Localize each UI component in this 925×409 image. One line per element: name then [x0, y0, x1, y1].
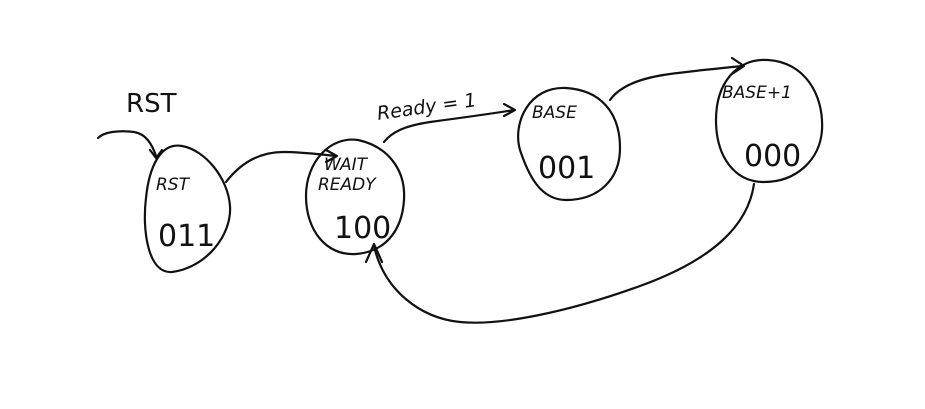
state-wait-ready-code: 100	[334, 211, 391, 246]
state-rst-code: 011	[158, 219, 215, 254]
state-wait-ready: WAIT READY 100	[304, 138, 406, 256]
transition-reset-to-rst	[96, 130, 164, 160]
state-base-plus-1-bubble	[714, 58, 824, 184]
transition-reset-to-rst-line	[96, 130, 158, 158]
state-base-plus-1-code: 000	[744, 139, 801, 174]
transition-base-to-base-plus-1-line	[608, 64, 744, 102]
transition-base-to-base-plus-1-arrowhead	[730, 56, 746, 76]
transition-base-plus-1-to-wait-ready-arrowhead	[364, 242, 384, 264]
transition-reset-to-rst-arrowhead	[148, 148, 164, 160]
transition-wait-ready-to-base-label: Ready = 1	[376, 89, 478, 125]
state-rst: RST 011	[143, 144, 232, 274]
state-base-plus-1-name: BASE+1	[722, 83, 792, 103]
state-base-code: 001	[538, 151, 595, 186]
state-wait-ready-name-line2: READY	[318, 175, 377, 195]
transition-wait-ready-to-base-arrowhead	[502, 102, 517, 118]
transition-wait-ready-to-base-line	[382, 108, 516, 144]
transition-rst-to-wait-ready-line	[224, 150, 338, 184]
state-base-bubble	[517, 86, 622, 202]
state-base-plus-1: BASE+1 000	[714, 58, 824, 184]
transition-rst-to-wait-ready	[224, 148, 339, 184]
state-rst-bubble	[143, 144, 232, 274]
transition-rst-to-wait-ready-arrowhead	[324, 148, 339, 164]
state-wait-ready-name-line1: WAIT	[324, 155, 369, 175]
reset-label: RST	[126, 89, 177, 119]
state-wait-ready-bubble	[304, 138, 406, 256]
state-base: BASE 001	[517, 86, 622, 202]
state-rst-name: RST	[156, 175, 191, 195]
transition-base-to-base-plus-1	[608, 56, 746, 102]
state-base-name: BASE	[532, 103, 577, 123]
transition-base-plus-1-to-wait-ready-line	[372, 182, 756, 324]
transition-base-plus-1-to-wait-ready	[364, 182, 756, 324]
transition-wait-ready-to-base: Ready = 1	[376, 89, 517, 144]
